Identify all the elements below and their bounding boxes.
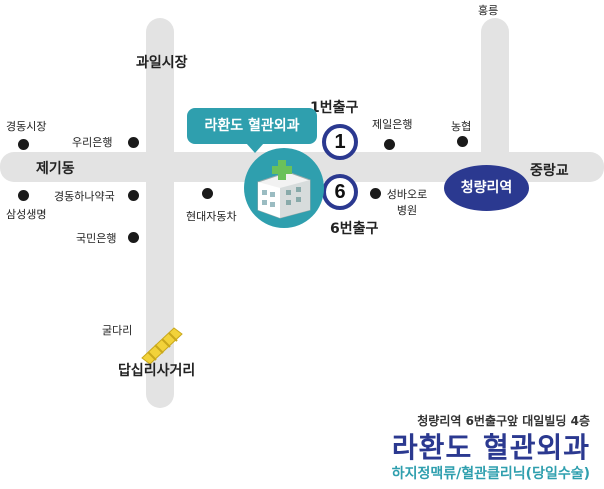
- label-exit1: 1번출구: [310, 100, 359, 116]
- overpass-icon: [141, 327, 183, 364]
- clinic-building: [244, 148, 324, 228]
- clinic-address: 청량리역 6번출구앞 대일빌딩 4층: [417, 414, 590, 428]
- label-nonghyup: 농협: [451, 120, 472, 133]
- dot-st-vincent-hospital: [370, 188, 381, 199]
- dot-gyeongdong-market: [18, 139, 29, 150]
- dot-hyundai-motors: [202, 188, 213, 199]
- exit-6-marker: 6: [322, 174, 358, 210]
- clinic-subtitle: 하지정맥류/혈관클리닉(당일수술): [391, 466, 590, 482]
- hospital-building-icon: [257, 160, 311, 219]
- label-kookmin-bank: 국민은행: [76, 232, 117, 245]
- clinic-tag-pointer: [246, 143, 264, 153]
- clinic-location-tag: 라환도 혈관외과: [187, 108, 317, 144]
- label-woori-bank: 우리은행: [72, 136, 113, 149]
- label-fruit-market: 과일시장: [136, 55, 188, 71]
- exit-1-marker: 1: [322, 124, 358, 160]
- label-gul-dari: 굴다리: [102, 324, 133, 337]
- dot-jeil-bank: [384, 139, 395, 150]
- right-vertical-road: [481, 18, 509, 168]
- label-st-vincent-hospital: 성바오로 병원: [386, 188, 428, 217]
- label-gyeongdong-pharmacy: 경동하나약국: [54, 190, 115, 203]
- dot-samsung-life: [18, 190, 29, 201]
- clinic-name: 라환도 혈관외과: [391, 431, 590, 464]
- dot-woori-bank: [128, 137, 139, 148]
- cheongnyangni-station: 청량리역: [444, 165, 529, 211]
- label-jeil-bank: 제일은행: [372, 118, 413, 131]
- label-jegi-dong: 제기동: [36, 161, 75, 177]
- label-hongneung: 홍릉: [478, 4, 499, 17]
- label-exit6: 6번출구: [330, 221, 379, 237]
- dot-gyeongdong-pharmacy: [128, 190, 139, 201]
- label-jungnang-bridge: 중랑교: [530, 163, 569, 179]
- label-samsung-life: 삼성생명: [6, 208, 47, 221]
- dot-nonghyup: [457, 136, 468, 147]
- label-dapsimni-intersection: 답십리사거리: [118, 363, 196, 379]
- label-gyeongdong-market: 경동시장: [6, 120, 47, 133]
- dot-kookmin-bank: [128, 232, 139, 243]
- label-hyundai-motors: 현대자동차: [186, 210, 237, 223]
